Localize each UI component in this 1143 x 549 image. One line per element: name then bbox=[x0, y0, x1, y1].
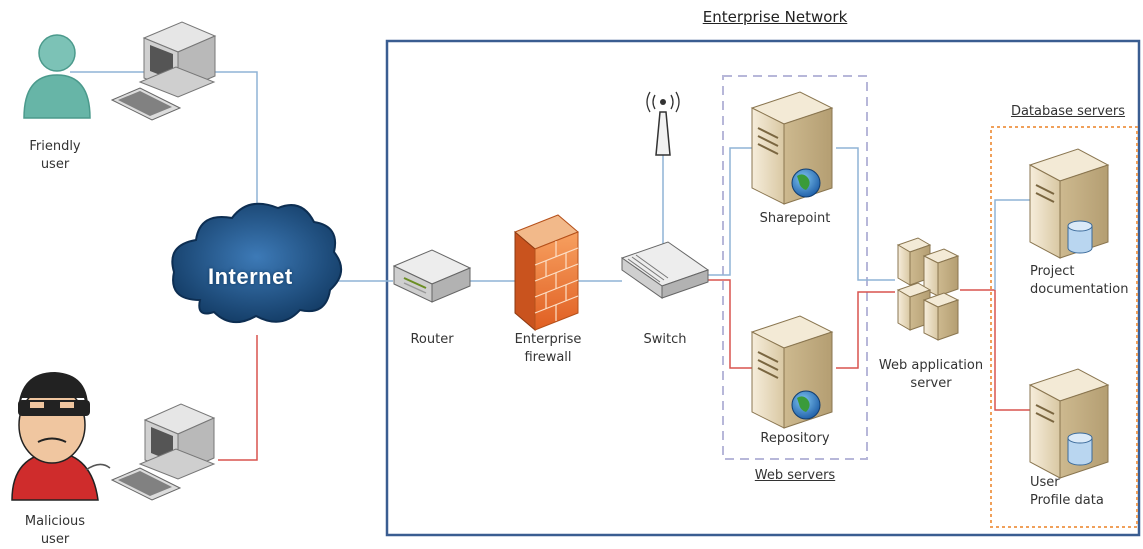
web-app-server-label: Web application server bbox=[878, 358, 984, 391]
firewall-label: Enterprise firewall bbox=[514, 332, 582, 365]
database-servers-label: Database servers bbox=[1010, 104, 1126, 119]
database-icon bbox=[1067, 220, 1093, 254]
malicious-user-label: Malicious user bbox=[24, 514, 86, 547]
friendly-user-label: Friendly user bbox=[29, 139, 81, 172]
link-webapp-projectdb bbox=[994, 199, 1030, 290]
switch-icon bbox=[620, 241, 710, 299]
globe-icon bbox=[791, 390, 821, 420]
web-servers-group bbox=[722, 75, 868, 460]
project-docs-label: Project documentation bbox=[1030, 264, 1129, 297]
link-sharepoint-webapp bbox=[836, 147, 895, 281]
router-icon bbox=[392, 249, 472, 303]
database-servers-group bbox=[990, 126, 1138, 528]
link-repository-webapp bbox=[836, 291, 895, 369]
cloud-icon bbox=[171, 202, 342, 323]
firewall-icon bbox=[514, 214, 579, 332]
router-label: Router bbox=[410, 332, 454, 347]
internet-label: Internet bbox=[208, 264, 293, 289]
enterprise-network-boundary bbox=[385, 39, 1141, 537]
user-icon bbox=[23, 34, 91, 119]
server-icon bbox=[1028, 368, 1110, 479]
antenna-icon bbox=[646, 91, 680, 156]
user-icon bbox=[11, 372, 111, 501]
connections bbox=[70, 71, 1030, 461]
link-malicious-internet bbox=[218, 335, 258, 461]
computer-icon bbox=[110, 403, 216, 501]
switch-label: Switch bbox=[643, 332, 687, 347]
sharepoint-label: Sharepoint bbox=[759, 211, 831, 226]
server-icon bbox=[896, 237, 960, 341]
link-friendly-internet bbox=[70, 71, 258, 220]
user-profile-label: User Profile data bbox=[1030, 475, 1104, 508]
link-webapp-userdb bbox=[994, 290, 1030, 411]
server-icon bbox=[750, 91, 834, 205]
web-servers-label: Web servers bbox=[754, 468, 836, 483]
link-switch-sharepoint bbox=[706, 147, 753, 276]
repository-label: Repository bbox=[760, 431, 830, 446]
database-icon bbox=[1067, 432, 1093, 466]
computer-icon bbox=[110, 21, 217, 121]
link-switch-repository bbox=[706, 279, 753, 369]
globe-icon bbox=[791, 168, 821, 198]
server-icon bbox=[750, 315, 834, 429]
enterprise-network-title: Enterprise Network bbox=[702, 8, 848, 26]
